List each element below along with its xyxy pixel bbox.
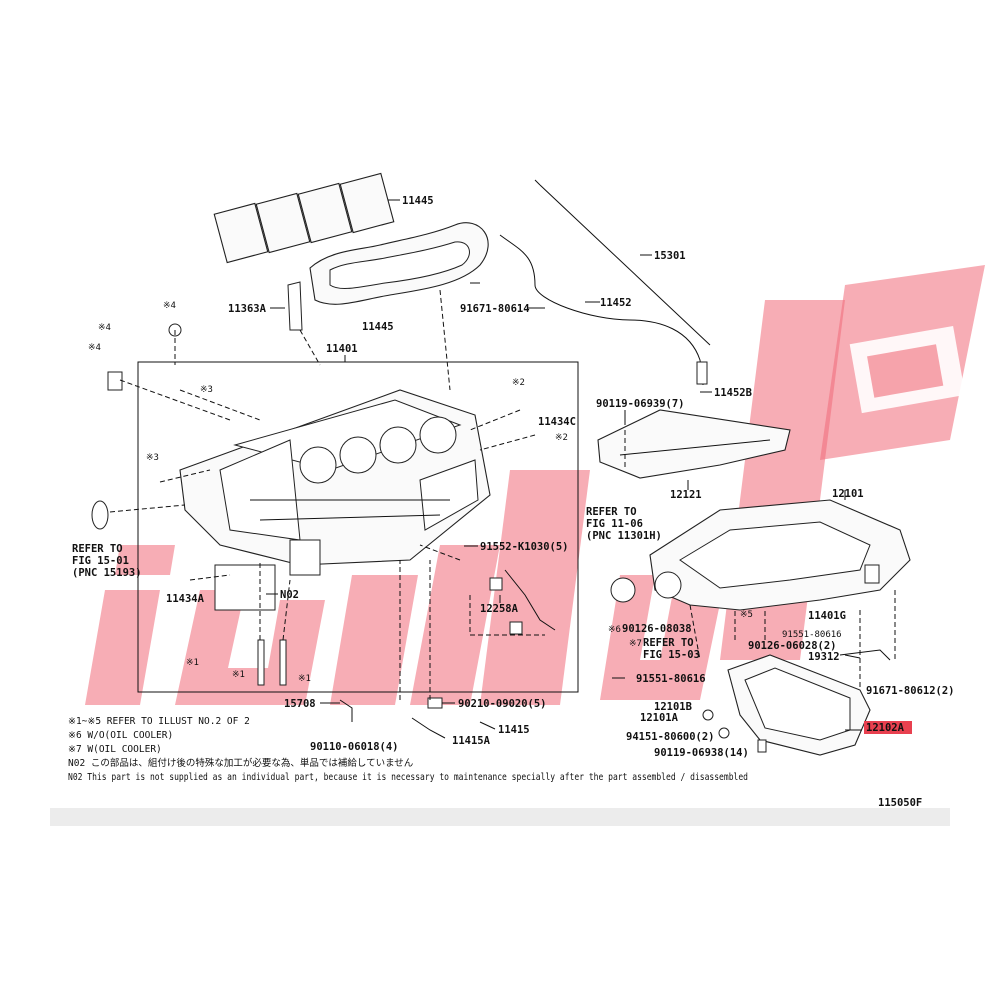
marker-7: ※7 [629, 639, 642, 649]
label-12101a: 12101A [640, 712, 679, 724]
label-11434c: 11434C [538, 416, 576, 428]
label-11401g: 11401G [808, 610, 846, 622]
marker-4c: ※4 [163, 301, 176, 311]
label-91551-80616: 91551-80616 [782, 630, 842, 640]
cover-gasket [309, 222, 489, 305]
refer-fig-15-01-line1: REFER TO [72, 543, 123, 555]
label-11445-covers: 11445 [402, 195, 434, 207]
marker-1a: ※1 [186, 658, 199, 668]
figure-code: 115050F [878, 797, 922, 809]
oil-pan-upper [610, 499, 911, 611]
oil-pan-lower [727, 654, 871, 756]
label-11415a: 11415A [452, 735, 491, 747]
label-12101: 12101 [832, 488, 864, 500]
label-91552-k1030: 91552-K1030(5) [480, 541, 569, 553]
label-90126-08038: 90126-08038 [622, 623, 692, 635]
marker-3a: ※3 [200, 385, 213, 395]
footer-bar [50, 808, 950, 826]
bracket-11363a [287, 281, 303, 331]
refer-fig-15-01-line3: (PNC 15193) [72, 567, 142, 579]
note-line-3: ※7 W(OIL COOLER) [68, 744, 162, 755]
refer-fig-11-06-line3: (PNC 11301H) [586, 530, 662, 542]
oil-baffle [597, 409, 791, 479]
note-line-5: N02 This part is not supplied as an indi… [68, 772, 748, 783]
misc-small-parts [91, 323, 891, 753]
label-15301: 15301 [654, 250, 686, 262]
label-12101b: 12101B [654, 701, 692, 713]
label-12258a: 12258A [480, 603, 519, 615]
label-11415: 11415 [498, 724, 530, 736]
refer-fig-15-03-line1: REFER TO [643, 637, 694, 649]
marker-3b: ※3 [146, 453, 159, 463]
label-91671-80612: 91671-80612(2) [866, 685, 955, 697]
dipstick-assembly [499, 179, 711, 386]
label-19312: 19312 [808, 651, 840, 663]
refer-fig-15-01-line2: FIG 15-01 [72, 555, 129, 567]
label-94151-80600: 94151-80600(2) [626, 731, 715, 743]
solid-leaders [266, 199, 862, 731]
marker-4b: ※4 [88, 343, 101, 353]
cylinder-block [179, 389, 491, 576]
cylinder-covers [213, 172, 395, 264]
label-11452b: 11452B [714, 387, 752, 399]
refer-fig-11-06-line1: REFER TO [586, 506, 637, 518]
label-11452: 11452 [600, 297, 632, 309]
label-90210-09020: 90210-09020(5) [458, 698, 547, 710]
label-n02: N02 [280, 589, 299, 601]
note-line-1: ※1~※5 REFER TO ILLUST NO.2 OF 2 [68, 716, 250, 727]
note-line-2: ※6 W/O(OIL COOLER) [68, 730, 173, 741]
note-line-4: N02 この部品は、組付け後の特殊な加工が必要な為、単品では補給していません [68, 757, 413, 769]
label-11445-gasket: 11445 [362, 321, 394, 333]
marker-6: ※6 [608, 625, 621, 635]
marker-4a: ※4 [98, 323, 111, 333]
label-90119-06938: 90119-06938(14) [654, 747, 749, 759]
highlight-12102a [864, 721, 912, 734]
marker-1c: ※1 [298, 674, 311, 684]
label-11363a: 11363A [228, 303, 267, 315]
marker-2a: ※2 [512, 378, 525, 388]
label-90126-06028: 90126-06028(2) [748, 640, 837, 652]
part-labels: 11445 11445 15301 11363A 91671-80614 114… [72, 195, 955, 759]
label-12102a: 12102A [866, 722, 905, 734]
footnotes: ※1~※5 REFER TO ILLUST NO.2 OF 2 ※6 W/O(O… [68, 716, 922, 809]
label-90110-06018: 90110-06018(4) [310, 741, 399, 753]
refer-fig-11-06-line2: FIG 11-06 [586, 518, 643, 530]
refer-fig-15-03-line2: FIG 15-03 [643, 649, 700, 661]
block-frame [137, 361, 579, 693]
label-91671-80614: 91671-80614 [460, 303, 530, 315]
label-11434a: 11434A [166, 593, 205, 605]
label-90119-06939: 90119-06939(7) [596, 398, 685, 410]
label-11401: 11401 [326, 343, 358, 355]
marker-1b: ※1 [232, 670, 245, 680]
leader-lines [109, 289, 896, 700]
marker-2b: ※2 [555, 433, 568, 443]
label-15708: 15708 [284, 698, 316, 710]
label-12121: 12121 [670, 489, 702, 501]
marker-5: ※5 [740, 610, 753, 620]
label-91551-80616-b: 91551-80616 [636, 673, 706, 685]
